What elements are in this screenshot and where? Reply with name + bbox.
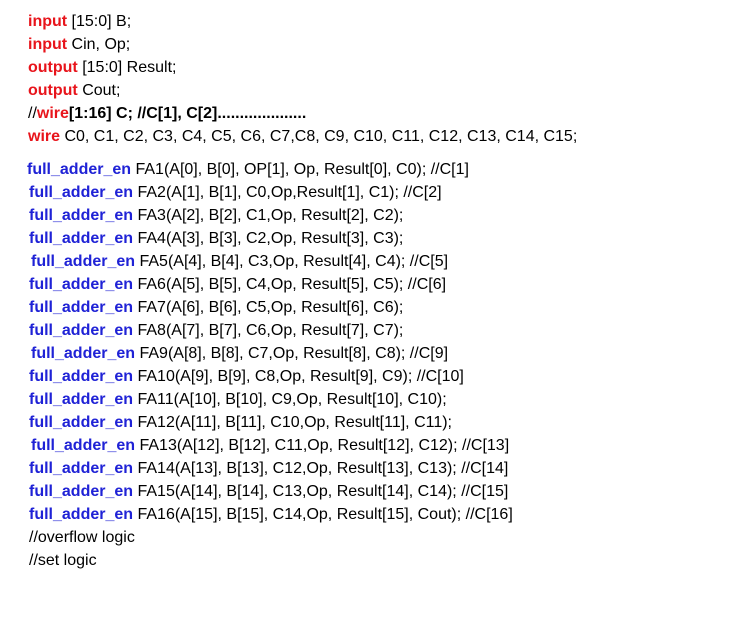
code-text: // [28, 105, 37, 122]
code-text: FA12(A[11], B[11], C10,Op, Result[11], C… [133, 414, 452, 431]
code-text: //overflow logic [29, 529, 135, 546]
module-name-token: full_adder_en [29, 184, 134, 201]
code-line: full_adder_en FA2(A[1], B[1], C0,Op,Resu… [29, 184, 442, 202]
code-line: full_adder_en FA3(A[2], B[2], C1,Op, Res… [29, 207, 403, 225]
keyword-token: wire [28, 128, 61, 145]
module-name-token: full_adder_en [29, 414, 134, 431]
module-name-token: full_adder_en [29, 391, 134, 408]
code-line: //overflow logic [29, 529, 135, 547]
code-line: full_adder_en FA15(A[14], B[14], C13,Op,… [29, 483, 508, 501]
code-text: FA2(A[1], B[1], C0,Op,Result[1], C1); //… [133, 184, 442, 201]
code-text: [15:0] Result; [77, 59, 177, 76]
code-line: wire C0, C1, C2, C3, C4, C5, C6, C7,C8, … [28, 128, 577, 146]
module-name-token: full_adder_en [29, 207, 134, 224]
code-text: FA13(A[12], B[12], C11,Op, Result[12], C… [135, 437, 510, 454]
code-text: FA10(A[9], B[9], C8,Op, Result[9], C9); … [133, 368, 464, 385]
code-text: FA15(A[14], B[14], C13,Op, Result[14], C… [133, 483, 509, 500]
code-text: C0, C1, C2, C3, C4, C5, C6, C7,C8, C9, C… [60, 128, 578, 145]
keyword-token: output [28, 82, 78, 99]
code-text: FA8(A[7], B[7], C6,Op, Result[7], C7); [133, 322, 404, 339]
code-line: full_adder_en FA7(A[6], B[6], C5,Op, Res… [29, 299, 403, 317]
module-name-token: full_adder_en [31, 437, 136, 454]
code-text: FA7(A[6], B[6], C5,Op, Result[6], C6); [133, 299, 404, 316]
module-name-token: full_adder_en [31, 253, 136, 270]
code-text: FA9(A[8], B[8], C7,Op, Result[8], C8); /… [135, 345, 449, 362]
code-line: full_adder_en FA10(A[9], B[9], C8,Op, Re… [29, 368, 464, 386]
module-name-token: full_adder_en [31, 345, 136, 362]
module-name-token: full_adder_en [29, 299, 134, 316]
code-text: FA1(A[0], B[0], OP[1], Op, Result[0], C0… [131, 161, 469, 178]
code-line: full_adder_en FA9(A[8], B[8], C7,Op, Res… [31, 345, 448, 363]
code-line: full_adder_en FA4(A[3], B[3], C2,Op, Res… [29, 230, 403, 248]
code-line: full_adder_en FA14(A[13], B[13], C12,Op,… [29, 460, 508, 478]
keyword-token: wire [36, 105, 69, 122]
module-name-token: full_adder_en [29, 460, 134, 477]
code-line: full_adder_en FA13(A[12], B[12], C11,Op,… [31, 437, 509, 455]
code-line: input [15:0] B; [28, 13, 131, 31]
code-text: FA4(A[3], B[3], C2,Op, Result[3], C3); [133, 230, 404, 247]
code-line: full_adder_en FA5(A[4], B[4], C3,Op, Res… [31, 253, 448, 271]
module-name-token: full_adder_en [29, 276, 134, 293]
module-name-token: full_adder_en [27, 161, 132, 178]
code-line: //set logic [29, 552, 97, 570]
code-text: [1:16] C; //C[1], C[2]..................… [68, 105, 307, 122]
keyword-token: input [28, 13, 68, 30]
code-line: output Cout; [28, 82, 120, 100]
code-text: FA6(A[5], B[5], C4,Op, Result[5], C5); /… [133, 276, 447, 293]
code-text: FA14(A[13], B[13], C12,Op, Result[13], C… [133, 460, 509, 477]
code-text: Cin, Op; [67, 36, 131, 53]
module-name-token: full_adder_en [29, 483, 134, 500]
keyword-token: output [28, 59, 78, 76]
module-name-token: full_adder_en [29, 322, 134, 339]
code-text: FA3(A[2], B[2], C1,Op, Result[2], C2); [133, 207, 404, 224]
module-name-token: full_adder_en [29, 368, 134, 385]
code-line: //wire[1:16] C; //C[1], C[2]............… [28, 105, 306, 123]
code-text: [15:0] B; [67, 13, 132, 30]
code-line: output [15:0] Result; [28, 59, 176, 77]
code-line: full_adder_en FA11(A[10], B[10], C9,Op, … [29, 391, 447, 409]
code-line: full_adder_en FA16(A[15], B[15], C14,Op,… [29, 506, 513, 524]
code-text: FA5(A[4], B[4], C3,Op, Result[4], C4); /… [135, 253, 449, 270]
module-name-token: full_adder_en [29, 506, 134, 523]
code-line: full_adder_en FA6(A[5], B[5], C4,Op, Res… [29, 276, 446, 294]
code-text: Cout; [77, 82, 121, 99]
code-text: //set logic [29, 552, 97, 569]
keyword-token: input [28, 36, 68, 53]
code-text: FA16(A[15], B[15], C14,Op, Result[15], C… [133, 506, 513, 523]
code-text: FA11(A[10], B[10], C9,Op, Result[10], C1… [133, 391, 447, 408]
code-line: input Cin, Op; [28, 36, 130, 54]
module-name-token: full_adder_en [29, 230, 134, 247]
code-line: full_adder_en FA1(A[0], B[0], OP[1], Op,… [27, 161, 469, 179]
code-line: full_adder_en FA12(A[11], B[11], C10,Op,… [29, 414, 452, 432]
code-line: full_adder_en FA8(A[7], B[7], C6,Op, Res… [29, 322, 403, 340]
